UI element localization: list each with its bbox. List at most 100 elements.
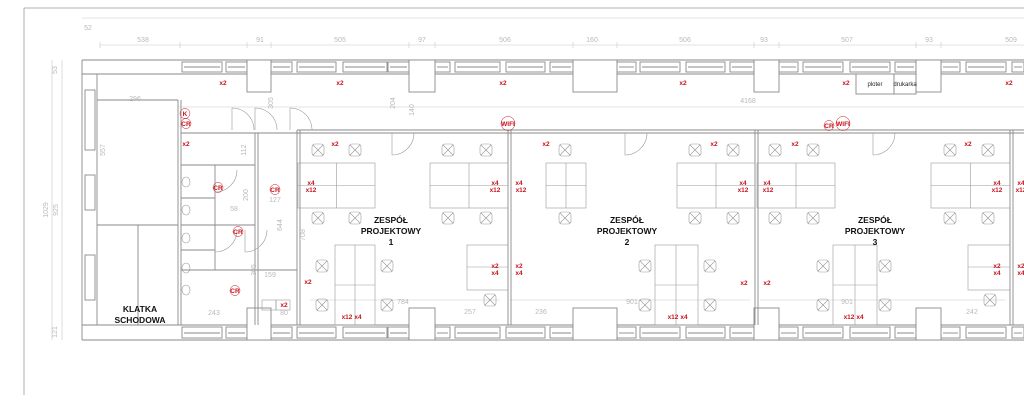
- marker: x2: [491, 263, 499, 270]
- dimension-label: 4168: [740, 98, 756, 105]
- dimension-label: 506: [499, 37, 511, 44]
- marker: x2: [964, 141, 972, 148]
- chair-seat: [943, 143, 957, 157]
- chair-leg: [316, 299, 328, 311]
- office-chair: [943, 211, 957, 225]
- chair-seat: [479, 143, 493, 157]
- marker-label: CR: [233, 229, 243, 236]
- chair-leg: [312, 144, 324, 156]
- window: [802, 326, 844, 339]
- chair-leg: [944, 144, 956, 156]
- marker: x2: [336, 80, 344, 87]
- window: [181, 326, 223, 339]
- chair-seat: [768, 143, 782, 157]
- office-chair: [703, 298, 717, 312]
- marker-label: CR: [230, 288, 240, 295]
- dimension-label: 242: [966, 309, 978, 316]
- window: [965, 326, 1007, 339]
- marker-circle-icon: [229, 285, 241, 296]
- marker: x12: [516, 187, 527, 194]
- chair-seat: [483, 293, 497, 307]
- marker-label: x4: [491, 270, 499, 277]
- chair-seat: [348, 143, 362, 157]
- chair-seat: [703, 259, 717, 273]
- chair-leg: [807, 144, 819, 156]
- marker-label: x2: [993, 263, 1001, 270]
- side-window: [84, 89, 96, 151]
- chair-leg: [349, 212, 361, 224]
- dimension-label: 93: [925, 37, 933, 44]
- chair-seat: [311, 143, 325, 157]
- chair-leg: [704, 260, 716, 272]
- chair-seat: [726, 211, 740, 225]
- marker: x2: [182, 141, 190, 148]
- column: [915, 307, 942, 341]
- chair-leg: [727, 212, 739, 224]
- chair-leg: [480, 144, 492, 156]
- marker: x4: [354, 314, 362, 321]
- window: [685, 326, 726, 339]
- dimension-label: 296: [129, 96, 141, 103]
- door-swing: [231, 107, 255, 131]
- column: [246, 307, 272, 341]
- dimension-label: 204: [390, 97, 397, 109]
- chair-seat: [315, 259, 329, 273]
- window: [342, 326, 388, 339]
- dimension-label: 257: [464, 309, 476, 316]
- office-chair: [311, 211, 325, 225]
- chair-leg: [689, 144, 701, 156]
- door-swing: [289, 107, 313, 131]
- furniture: [181, 107, 1011, 326]
- chair-leg: [879, 299, 891, 311]
- marker-label: x2: [710, 141, 718, 148]
- column: [753, 59, 780, 93]
- chair-seat: [768, 211, 782, 225]
- office-chair: [348, 143, 362, 157]
- printer-label: drukarka: [893, 82, 917, 88]
- marker: x4: [515, 270, 523, 277]
- marker: x4: [491, 180, 499, 187]
- marker-circle-icon: [180, 118, 192, 129]
- marker-label: x4: [515, 180, 523, 187]
- chair-leg: [727, 144, 739, 156]
- marker: x2: [499, 80, 507, 87]
- chair-leg: [982, 212, 994, 224]
- marker: x4: [993, 180, 1001, 187]
- chair-seat: [688, 211, 702, 225]
- marker-label: x12: [844, 314, 855, 321]
- marker-label: CR: [213, 185, 223, 192]
- office-chair: [558, 211, 572, 225]
- marker: x2: [710, 141, 718, 148]
- dimension-label: 1029: [43, 202, 50, 218]
- chair-leg: [312, 212, 324, 224]
- dimension-label: 160: [586, 37, 598, 44]
- toilet: [181, 204, 191, 216]
- marker-label: x2: [740, 280, 748, 287]
- chair-leg: [349, 144, 361, 156]
- marker: x4: [763, 180, 771, 187]
- marker-label: x4: [307, 180, 315, 187]
- marker-label: x2: [542, 141, 550, 148]
- window: [616, 326, 637, 339]
- chair-leg: [817, 260, 829, 272]
- room-label-team1: PROJEKTOWY: [361, 226, 422, 236]
- room-label-team2: 2: [625, 237, 630, 247]
- office-chair: [981, 211, 995, 225]
- marker: CR: [232, 226, 244, 237]
- door-swing: [872, 132, 896, 156]
- marker-circle-icon: [500, 116, 516, 131]
- marker-label: x2: [182, 141, 190, 148]
- chair-seat: [441, 143, 455, 157]
- window: [225, 326, 248, 339]
- marker-label: x4: [993, 270, 1001, 277]
- chair-leg: [316, 260, 328, 272]
- dimension-label: 506: [679, 37, 691, 44]
- chair-seat: [816, 298, 830, 312]
- office-chair: [878, 259, 892, 273]
- marker: x12: [306, 187, 317, 194]
- column: [408, 59, 436, 93]
- chair-seat: [943, 211, 957, 225]
- marker-label: x2: [331, 141, 339, 148]
- office-chair: [483, 293, 497, 307]
- marker: CR: [269, 184, 281, 195]
